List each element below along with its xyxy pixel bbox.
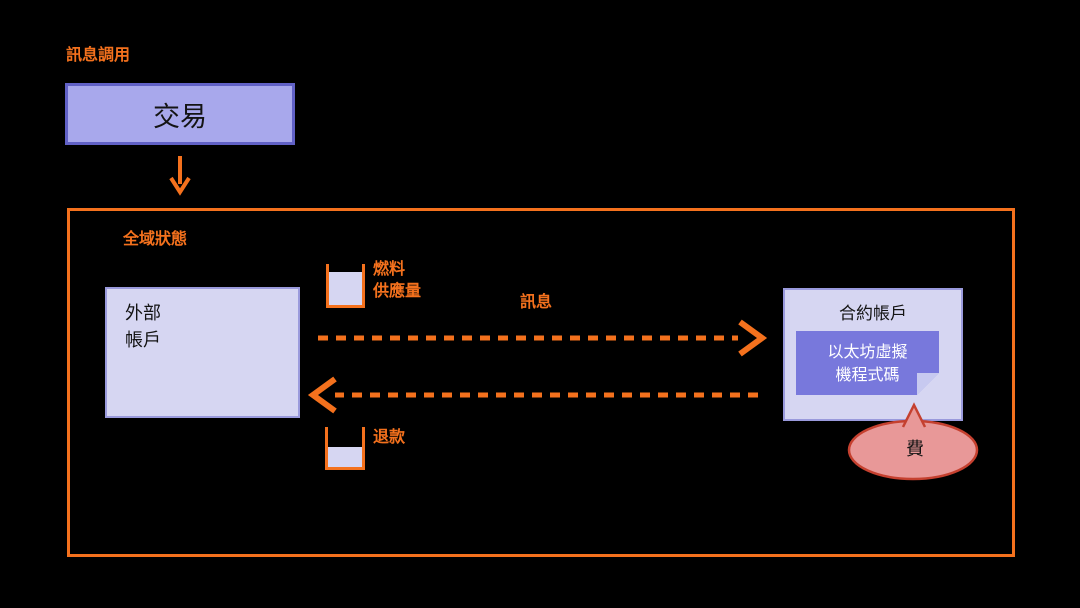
refund-arrow-head-icon [307,376,337,414]
arrow-head-icon [169,176,191,196]
transaction-node: 交易 [65,83,295,145]
evm-code-label-line2: 機程式碼 [835,365,900,384]
external-account-node: 外部 帳戶 [105,287,300,418]
gas-supply-beaker-icon [326,264,365,308]
fee-bubble-tail [901,402,927,428]
refund-beaker-icon [325,427,365,470]
message-call-title: 訊息調用 [66,45,131,64]
refund-label: 退款 [373,427,406,446]
refund-dashed-arrow [307,376,758,414]
message-arrow-head-icon [738,319,768,357]
message-label: 訊息 [520,292,553,311]
global-state-label: 全域狀態 [123,229,188,248]
transaction-label: 交易 [153,101,207,133]
contract-account-label: 合約帳戶 [839,304,907,324]
global-state-container [67,208,1015,557]
evm-code-node: 以太坊虛擬 機程式碼 [796,331,939,395]
gas-supply-label: 燃料供應量 [373,259,422,300]
gas-supply-level [329,272,362,305]
message-dashed-arrow [318,319,768,357]
external-account-label-line1: 外部 [125,303,161,324]
transaction-to-state-arrow [169,156,191,196]
external-account-label-line2: 帳戶 [125,330,161,351]
fee-speech-bubble [847,402,979,481]
refund-level [328,447,362,467]
evm-code-label-line1: 以太坊虛擬 [827,342,908,361]
fee-label: 費 [906,439,924,460]
